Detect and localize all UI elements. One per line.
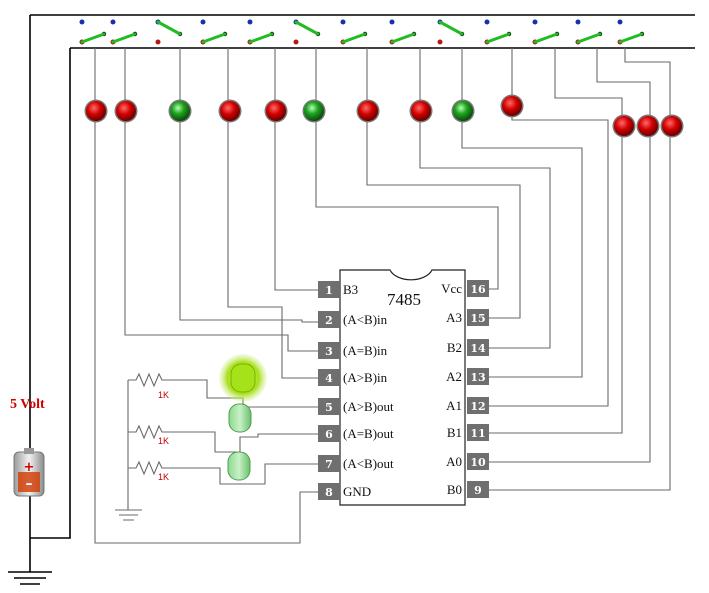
pin-label: (A=B)out [343,426,394,441]
chip-pin: 10 A0 [446,453,489,470]
indicator-led [168,99,192,123]
chip-pin: 14 B2 [447,339,489,356]
supply-rails [8,14,695,585]
pin-label: GND [343,484,371,499]
pin-number: 6 [325,428,333,441]
indicator-led [500,94,524,118]
pin-number: 4 [325,372,333,385]
svg-text:–: – [26,476,33,492]
pin-label: B0 [447,482,462,497]
indicator-led [356,99,380,123]
resistor-2: 1K [128,424,180,446]
chip-pin: 8 GND [318,483,371,500]
chip-pin: 4 (A>B)in [318,369,388,386]
indicator-led [451,99,475,123]
pin-number: 11 [470,427,485,440]
pin-label: (A<B)in [343,312,388,327]
pin-number: 12 [470,400,485,413]
switch-bank [79,19,645,45]
chip-pin: 3 (A=B)in [318,342,388,359]
toggle-switch[interactable] [617,19,645,45]
toggle-switch[interactable] [340,19,368,45]
pin-number: 15 [470,312,485,325]
pin-number: 1 [325,284,333,297]
chip-name: 7485 [387,290,421,309]
pin-number: 5 [325,401,333,414]
resistor-3: 1K [128,460,180,482]
indicator-led [114,99,138,123]
pin-label: A0 [446,454,462,469]
voltage-label: 5 Volt [10,397,45,412]
chip-pin: 11 B1 [447,424,489,441]
toggle-switch[interactable] [389,19,417,45]
toggle-switch[interactable] [484,19,512,45]
pin-label: (A=B)in [343,343,388,358]
ic-7485: 7485 [339,269,466,506]
chip-pin: 13 A2 [446,368,489,385]
pin-number: 10 [470,456,486,469]
chip-pin: 15 A3 [446,309,489,326]
toggle-switch[interactable] [110,19,138,45]
toggle-switch[interactable] [79,19,107,45]
indicator-led-row [84,94,684,138]
chip-pin: 16 Vcc [441,280,489,297]
toggle-switch[interactable] [532,19,560,45]
toggle-switch[interactable] [155,19,183,45]
pin-label: Vcc [441,281,462,296]
chip-pins: 1 B3 2 (A<B)in 3 (A=B)in 4 (A>B)in 5 (A>B)out 6 (A=… [318,280,489,500]
chip-pin: 12 A1 [446,397,489,414]
chip-pin: 1 B3 [318,281,358,298]
toggle-switch[interactable] [200,19,228,45]
indicator-led [660,114,684,138]
pin-label: B3 [343,282,358,297]
pin-label: (A>B)out [343,399,394,414]
chip-pin: 6 (A=B)out [318,425,394,442]
indicator-led [264,99,288,123]
pin-number: 7 [325,458,333,471]
chip-pin: 2 (A<B)in [318,311,388,328]
pin-label: (A<B)out [343,456,394,471]
pin-label: A2 [446,369,462,384]
pin-number: 14 [470,342,486,355]
svg-text:+: + [24,460,35,475]
chip-pin: 5 (A>B)out [318,398,394,415]
pin-label: B1 [447,425,462,440]
toggle-switch[interactable] [293,19,321,45]
pin-label: A1 [446,398,462,413]
pin-label: B2 [447,340,462,355]
output-led-greater [219,354,267,402]
pin-label: (A>B)in [343,370,388,385]
output-led-less [227,451,251,481]
battery-icon: + – [13,448,45,497]
pin-number: 13 [470,371,485,384]
indicator-led [409,99,433,123]
resistor-label: 1K [158,390,169,400]
pin-number: 3 [325,345,333,358]
pin-number: 16 [470,283,486,296]
toggle-switch[interactable] [575,19,603,45]
pin-number: 2 [325,314,333,327]
toggle-switch[interactable] [247,19,275,45]
indicator-led [636,114,660,138]
resistor-1: 1K [128,372,180,400]
resistor-label: 1K [158,436,169,446]
toggle-switch[interactable] [437,19,465,45]
indicator-led [84,99,108,123]
resistor-label: 1K [158,472,169,482]
indicator-led [612,114,636,138]
pin-label: A3 [446,310,462,325]
pin-number: 8 [325,486,333,499]
chip-pin: 7 (A<B)out [318,455,394,472]
pin-number: 9 [474,484,482,497]
chip-pin: 9 B0 [447,481,489,498]
indicator-led [302,99,326,123]
indicator-led [218,99,242,123]
output-led-equal [228,403,252,433]
